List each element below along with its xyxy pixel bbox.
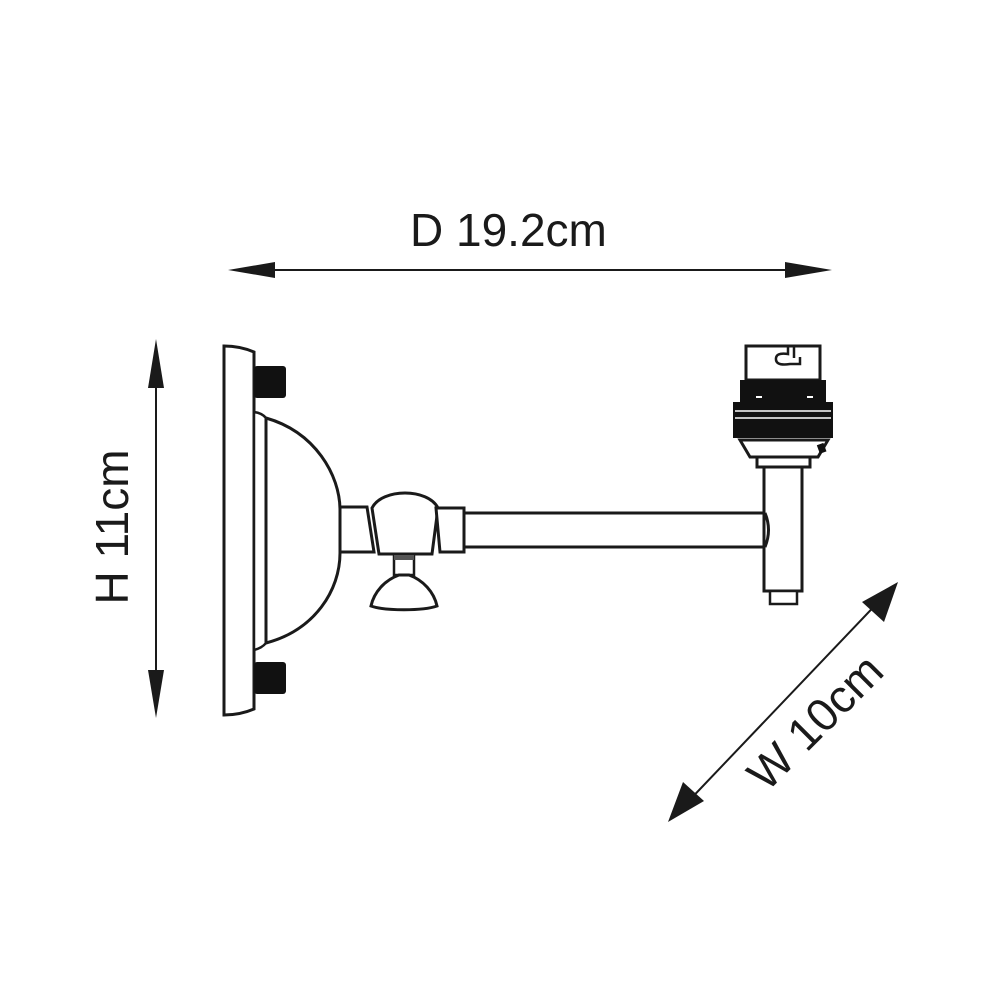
- depth-dimension-arrow: [228, 262, 832, 278]
- bulb-holder: [733, 344, 833, 469]
- mounting-block-bottom: [254, 662, 286, 694]
- swivel-knuckle: [338, 491, 466, 556]
- arrowhead-left-icon: [228, 262, 275, 278]
- mounting-block-top: [254, 366, 286, 398]
- dome-cover: [252, 410, 342, 652]
- vertical-stem: [762, 464, 804, 606]
- height-dimension-arrow: [148, 339, 164, 718]
- mounting-blocks: [254, 366, 286, 694]
- arrowhead-upper-right-icon: [862, 582, 898, 622]
- arrowhead-up-icon: [148, 339, 164, 388]
- height-label: H 11cm: [86, 449, 138, 605]
- thumb-screw[interactable]: [369, 553, 439, 612]
- wall-backplate: [222, 344, 256, 717]
- arrowhead-right-icon: [785, 262, 832, 278]
- horizontal-arm: [462, 511, 770, 549]
- depth-label: D 19.2cm: [410, 204, 607, 256]
- arrowhead-lower-left-icon: [668, 782, 704, 822]
- arrowhead-down-icon: [148, 670, 164, 718]
- width-dimension-arrow: [668, 582, 898, 822]
